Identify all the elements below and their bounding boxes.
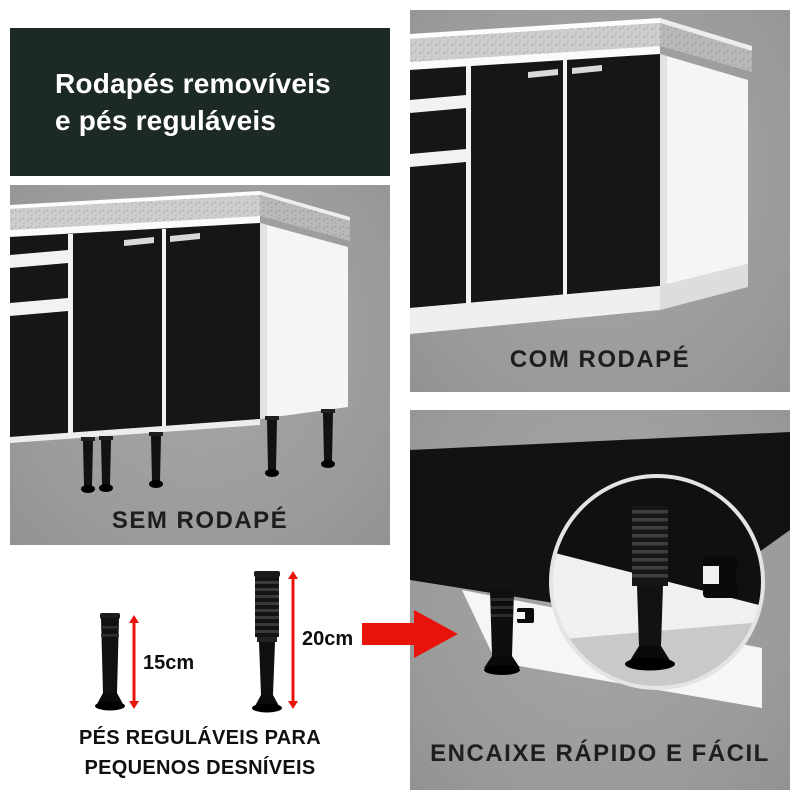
title-line-1: Rodapés removíveis xyxy=(55,68,331,99)
drawer-gap xyxy=(10,250,68,268)
caption-com-rodape: COM RODAPÉ xyxy=(509,346,691,373)
drawer-gap xyxy=(410,95,466,113)
cabinet-side xyxy=(260,223,348,419)
panel-com-rodape: COM RODAPÉ xyxy=(410,10,790,392)
cabinet-side xyxy=(660,54,748,286)
title-banner: Rodapés removíveis e pés reguláveis xyxy=(10,28,390,176)
cabinet-front xyxy=(410,54,660,308)
adjustable-foot xyxy=(484,590,520,675)
leg xyxy=(321,409,335,468)
panel-gap xyxy=(466,66,471,303)
cabinet-bottom-board xyxy=(10,419,260,443)
caption-adjustable-feet: PÉS REGULÁVEIS PARA PEQUENOS DESNÍVEIS xyxy=(10,723,390,783)
door-handle xyxy=(124,237,154,246)
panel-gap xyxy=(68,234,73,433)
door-gap xyxy=(563,60,567,295)
leg xyxy=(99,436,113,492)
drawer-gap xyxy=(410,149,466,167)
adjustable-feet-illustration xyxy=(95,571,298,713)
door-handle xyxy=(528,69,558,78)
countertop xyxy=(10,191,350,241)
measure-line-20cm xyxy=(288,571,298,709)
leg xyxy=(81,437,95,493)
caption-sem-rodape: SEM RODAPÉ xyxy=(111,507,289,534)
short-foot xyxy=(95,613,125,711)
clip-fastener xyxy=(517,608,534,623)
door-handle xyxy=(572,65,602,74)
adjustable-legs xyxy=(81,409,335,493)
panel-quick-fit: ENCAIXE RÁPIDO E FÁCIL xyxy=(410,410,790,790)
title-line-2: e pés reguláveis xyxy=(55,105,277,136)
tall-foot xyxy=(252,571,282,713)
panel-adjustable-feet: 15cm 20cm PÉS REGULÁVEIS PARA PEQUENOS D… xyxy=(10,555,390,790)
drawer-gap xyxy=(10,298,68,316)
cabinet-with-plinth-illustration xyxy=(410,18,752,334)
door-handle xyxy=(170,233,200,242)
measurement-tall-label: 20cm xyxy=(302,628,354,650)
door-gap xyxy=(162,229,166,426)
zoom-inset-circle xyxy=(549,474,765,690)
caption-quick-fit: ENCAIXE RÁPIDO E FÁCIL xyxy=(430,740,770,767)
cabinet-front xyxy=(10,223,260,437)
clip-fastener-zoom xyxy=(703,556,748,598)
top-rail xyxy=(410,46,660,70)
panel-sem-rodape: SEM RODAPÉ xyxy=(10,185,390,545)
caption-feet-line-1: PÉS REGULÁVEIS PARA xyxy=(78,727,322,749)
countertop xyxy=(410,18,752,72)
caption-feet-line-2: PEQUENOS DESNÍVEIS xyxy=(84,757,316,779)
leg xyxy=(149,432,163,488)
adjustable-foot-zoom xyxy=(625,506,675,671)
quick-fit-closeup-illustration xyxy=(410,432,790,708)
top-rail xyxy=(10,216,260,237)
cabinet-with-legs-illustration xyxy=(10,191,350,493)
arrow-right-icon xyxy=(362,610,458,658)
leg xyxy=(265,416,279,477)
measurement-short-label: 15cm xyxy=(143,652,195,674)
measure-line-15cm xyxy=(129,615,139,709)
plinth xyxy=(410,264,748,334)
